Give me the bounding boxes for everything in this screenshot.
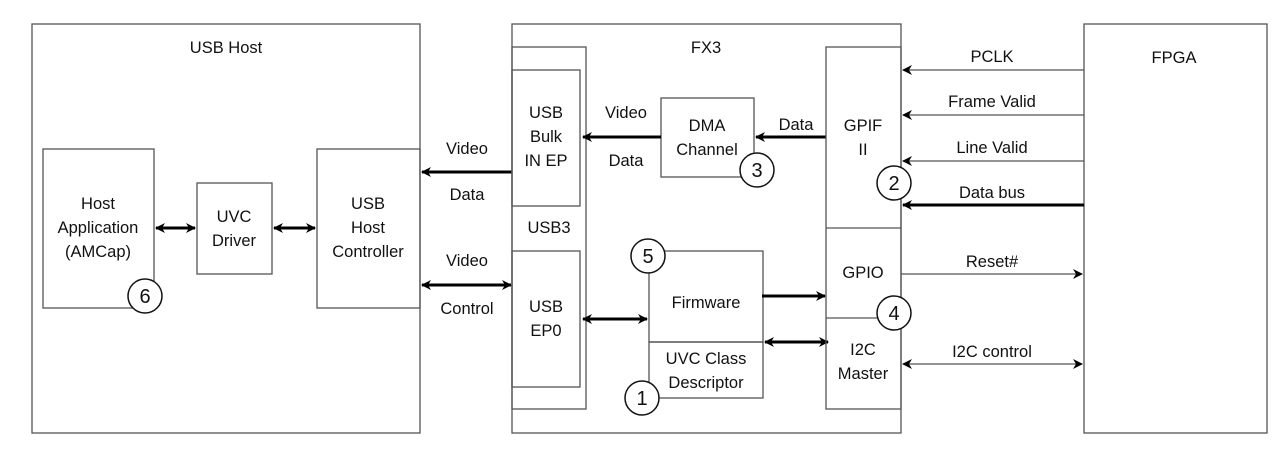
gpio-label: GPIO [842, 264, 883, 282]
usb-bulk-in-ep-box [511, 69, 581, 207]
dma-video-label: Video [605, 104, 647, 122]
usb-host-controller-label-2: Host [351, 219, 385, 237]
svg-text:6: 6 [139, 286, 150, 308]
svg-text:4: 4 [888, 303, 899, 325]
uvc-class-descriptor-box [648, 341, 764, 399]
uvc-class-label-2: Descriptor [668, 374, 744, 392]
usb-ep0-box [511, 250, 581, 388]
marker-5: 5 [630, 238, 666, 274]
firmware-label: Firmware [672, 294, 741, 312]
reset-label: Reset# [966, 253, 1019, 271]
frame-valid-label: Frame Valid [948, 93, 1036, 111]
dma-data-label: Data [609, 152, 645, 170]
usb-host-controller-label-3: Controller [332, 243, 404, 261]
video-control-label-1: Video [446, 252, 488, 270]
gpif-data-label: Data [779, 116, 815, 134]
usb-ep0-label-2: EP0 [530, 322, 561, 340]
usb-ep0-label-1: USB [529, 298, 563, 316]
fx3-block: FX3 USB Bulk IN EP USB3 USB EP0 DMA Chan… [511, 23, 902, 434]
fpga-title: FPGA [1152, 49, 1197, 67]
gpif-label-1: GPIF [844, 117, 883, 135]
data-bus-label: Data bus [959, 184, 1025, 202]
dma-label-2: Channel [676, 141, 737, 159]
usb3-label: USB3 [527, 219, 570, 237]
host-application-label-1: Host [81, 195, 115, 213]
usb-host-controller-box [316, 148, 421, 309]
host-application-label-2: Application [58, 219, 139, 237]
marker-3: 3 [739, 152, 775, 188]
svg-text:5: 5 [642, 246, 653, 268]
svg-text:3: 3 [751, 160, 762, 182]
fx3-title: FX3 [691, 39, 721, 57]
uvc-driver-label-2: Driver [212, 232, 257, 250]
video-control-label-2: Control [440, 300, 493, 318]
marker-4: 4 [876, 295, 912, 331]
svg-text:2: 2 [888, 173, 899, 195]
marker-6: 6 [127, 278, 163, 314]
uvc-driver-box [196, 182, 273, 275]
dma-label-1: DMA [689, 117, 726, 135]
usb-host-controller-label-1: USB [351, 195, 385, 213]
host-application-box [42, 148, 155, 309]
uvc-driver-label-1: UVC [217, 208, 252, 226]
marker-2: 2 [876, 165, 912, 201]
host-application-label-3: (AMCap) [65, 243, 131, 261]
i2c-control-label: I2C control [952, 343, 1032, 361]
usb-host-title: USB Host [190, 39, 263, 57]
usb-bulk-label-2: Bulk [530, 128, 563, 146]
line-valid-label: Line Valid [956, 139, 1027, 157]
pclk-label: PCLK [970, 48, 1013, 66]
svg-text:1: 1 [636, 388, 647, 410]
usb-bulk-label-1: USB [529, 104, 563, 122]
uvc-class-label-1: UVC Class [666, 350, 747, 368]
video-data-label-2: Data [450, 186, 486, 204]
fpga-block: FPGA [1083, 23, 1268, 434]
marker-1: 1 [624, 380, 660, 416]
usb-bulk-label-3: IN EP [524, 152, 567, 170]
i2c-master-label-2: Master [838, 365, 889, 383]
usb3-column [511, 46, 587, 410]
video-data-label-1: Video [446, 140, 488, 158]
i2c-master-label-1: I2C [850, 341, 876, 359]
usb-host-block: USB Host Host Application (AMCap) UVC Dr… [31, 23, 421, 434]
gpif-label-2: II [858, 141, 867, 159]
